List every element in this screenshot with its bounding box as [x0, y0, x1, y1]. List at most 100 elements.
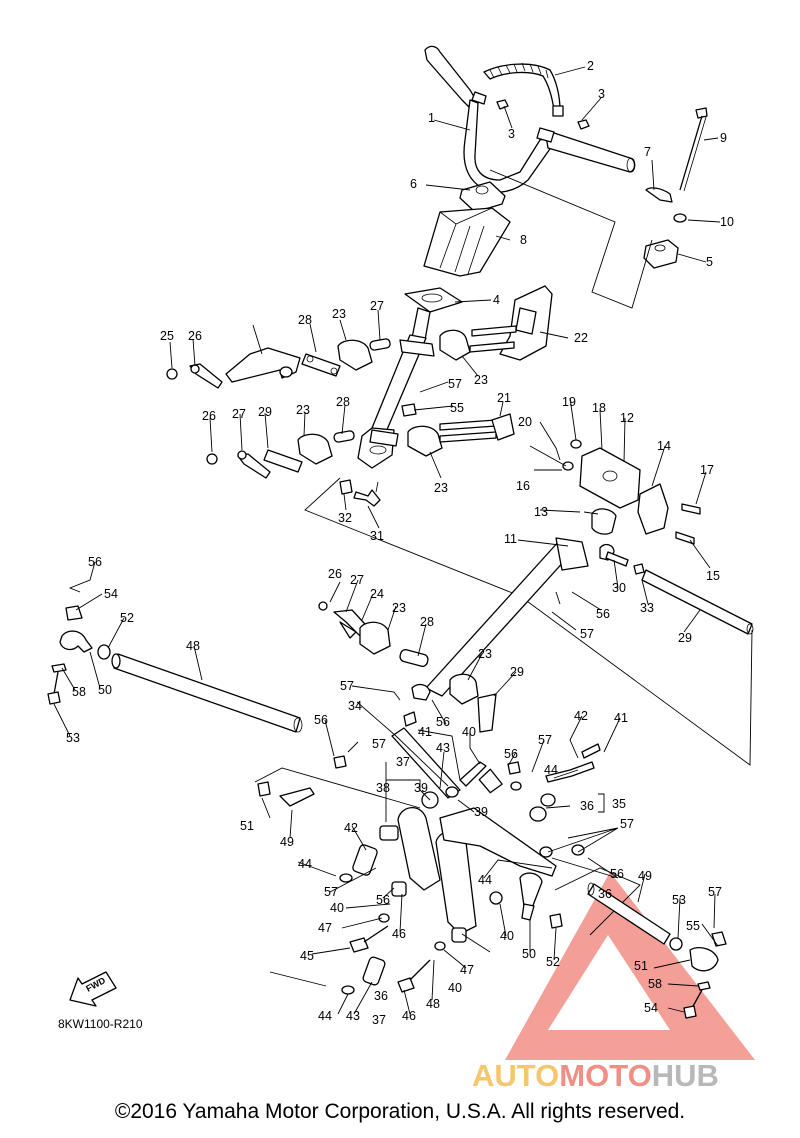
- callout-label: 35: [612, 797, 626, 811]
- upper-holders: [301, 329, 471, 377]
- callout-label: 23: [434, 481, 448, 495]
- callout-label: 24: [370, 587, 384, 601]
- watermark-word-moto: MOTO: [559, 1058, 651, 1093]
- callout-label: 56: [88, 555, 102, 569]
- callout-label: 23: [478, 647, 492, 661]
- callout-label: 36: [374, 989, 388, 1003]
- callout-label: 30: [612, 581, 626, 595]
- callout-label: 52: [120, 611, 134, 625]
- middle-linkage: [318, 601, 497, 733]
- callout-label: 37: [372, 1013, 386, 1027]
- callout-label: 7: [644, 145, 651, 159]
- callout-label: 56: [610, 867, 624, 881]
- callout-label: 19: [562, 395, 576, 409]
- copyright-notice: ©2016 Yamaha Motor Corporation, U.S.A. A…: [114, 1100, 686, 1123]
- callout-label: 36: [598, 887, 612, 901]
- callout-label: 4: [493, 293, 500, 307]
- steering-column: [357, 287, 463, 469]
- callout-label: 28: [298, 313, 312, 327]
- handlebar-pad: [423, 207, 511, 277]
- bracket-assembly-right: [562, 439, 701, 545]
- callout-label: 47: [318, 921, 332, 935]
- callout-label: 45: [300, 949, 314, 963]
- watermark-word-auto: AUTO: [472, 1058, 559, 1093]
- watermark-logo: [505, 872, 755, 1060]
- callout-label: 29: [510, 665, 524, 679]
- callout-label: 26: [188, 329, 202, 343]
- callout-label: 43: [346, 1009, 360, 1023]
- callout-label: 57: [448, 377, 462, 391]
- callout-label: 8: [520, 233, 527, 247]
- callout-label: 42: [344, 821, 358, 835]
- callout-label: 57: [580, 627, 594, 641]
- callout-label: 55: [686, 919, 700, 933]
- callout-label: 41: [614, 711, 628, 725]
- column-bracket: [469, 285, 553, 361]
- callout-label: 23: [474, 373, 488, 387]
- shaft-right: [633, 563, 754, 635]
- callout-label: 51: [240, 819, 254, 833]
- callout-label: 27: [232, 407, 246, 421]
- callout-label: 57: [372, 737, 386, 751]
- callout-label: 44: [478, 873, 492, 887]
- callout-label: 11: [504, 532, 517, 546]
- callout-label: 58: [72, 685, 86, 699]
- callout-label: 49: [280, 835, 294, 849]
- callout-label: 40: [330, 901, 344, 915]
- tie-rod-end-upper: [339, 479, 381, 507]
- callout-label: 56: [596, 607, 610, 621]
- callout-label: 47: [460, 963, 474, 977]
- callout-label: 20: [518, 415, 532, 429]
- tie-rod-end-left: [47, 605, 111, 705]
- callout-label: 46: [402, 1009, 416, 1023]
- callout-label: 39: [474, 805, 488, 819]
- callout-label: 57: [708, 885, 722, 899]
- callout-label: 39: [414, 781, 428, 795]
- callout-label: 26: [328, 567, 342, 581]
- callout-label: 31: [370, 529, 384, 543]
- callout-label: 44: [298, 857, 312, 871]
- callout-label: 53: [66, 731, 80, 745]
- callout-label: 14: [657, 439, 671, 453]
- callout-label: 56: [376, 893, 390, 907]
- callout-labels: 1 2 3 3 4 5 6 7 8 9 10 11 12 13 14 15 16…: [66, 59, 734, 1027]
- callout-label: 41: [418, 725, 432, 739]
- callout-label: 56: [436, 715, 450, 729]
- callout-label: 27: [370, 299, 384, 313]
- callout-label: 40: [462, 725, 476, 739]
- callout-label: 54: [644, 1001, 658, 1015]
- callout-label: 36: [580, 799, 594, 813]
- callout-label: 33: [640, 601, 654, 615]
- callout-label: 46: [392, 927, 406, 941]
- callout-label: 52: [546, 955, 560, 969]
- lower-holders: [206, 403, 515, 479]
- callout-label: 53: [672, 893, 686, 907]
- callout-label: 6: [410, 177, 417, 191]
- callout-label: 42: [574, 709, 588, 723]
- callout-label: 57: [620, 817, 634, 831]
- callout-label: 13: [534, 505, 548, 519]
- callout-label: 57: [340, 679, 354, 693]
- callout-label: 38: [376, 781, 390, 795]
- callout-label: 49: [638, 869, 652, 883]
- callout-label: 43: [436, 741, 450, 755]
- handlebar: [424, 45, 636, 193]
- callout-label: 3: [598, 87, 605, 101]
- callout-label: 58: [648, 977, 662, 991]
- callout-label: 23: [392, 601, 406, 615]
- callout-label: 40: [448, 981, 462, 995]
- callout-label: 26: [202, 409, 216, 423]
- callout-label: 50: [98, 683, 112, 697]
- callout-label: 48: [186, 639, 200, 653]
- callout-label: 56: [314, 713, 328, 727]
- upper-arm-linkage: [166, 347, 301, 389]
- callout-label: 56: [504, 747, 518, 761]
- holder-bolt-group: [643, 107, 708, 269]
- callout-label: 18: [592, 401, 606, 415]
- callout-label: 17: [700, 463, 714, 477]
- callout-label: 57: [538, 733, 552, 747]
- fwd-arrow-icon: FWD: [69, 971, 117, 1007]
- watermark-text: AUTOMOTOHUB: [472, 1058, 719, 1093]
- callout-label: 23: [332, 307, 346, 321]
- callout-label: 34: [348, 699, 362, 713]
